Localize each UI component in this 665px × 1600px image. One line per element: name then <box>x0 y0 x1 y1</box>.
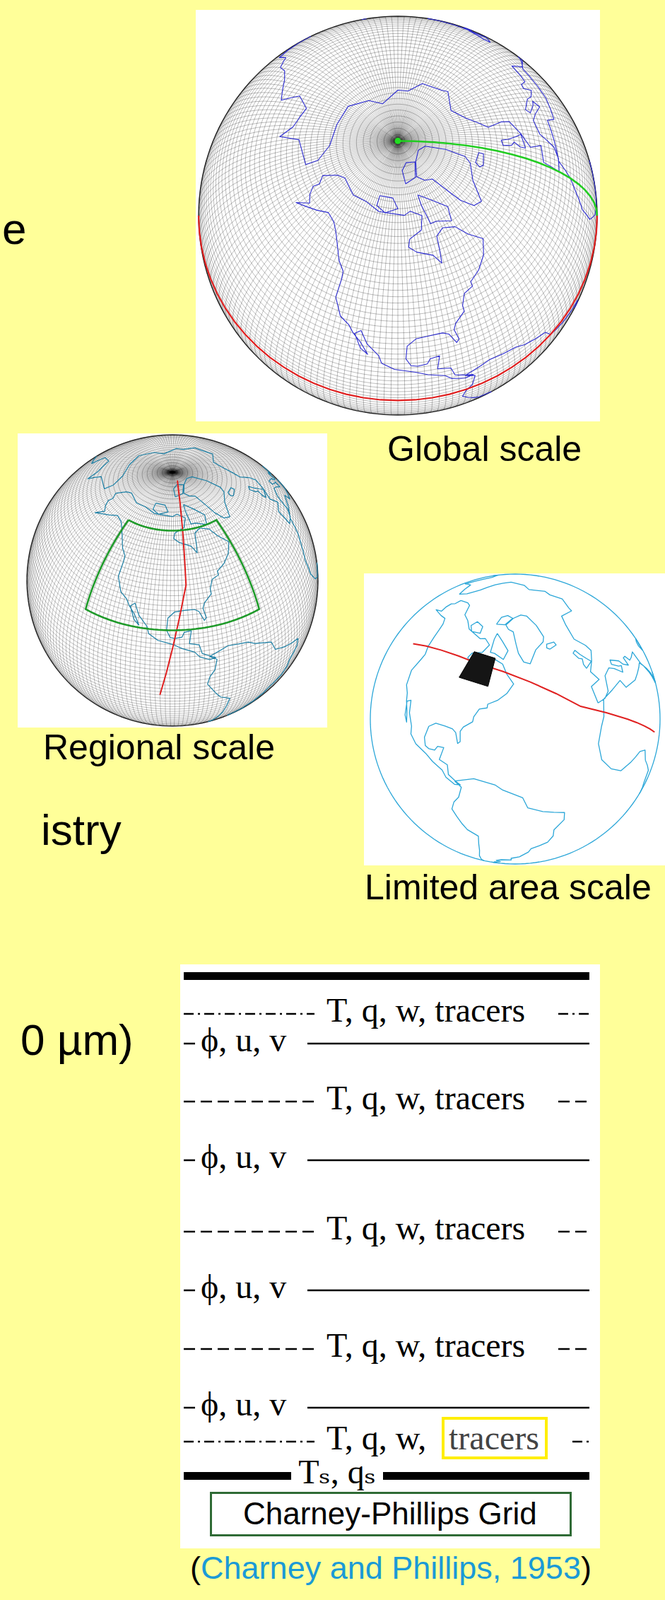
scale-caption: Global scale <box>387 428 582 470</box>
solid-level <box>183 1158 196 1162</box>
box-text: tracers <box>448 1420 541 1455</box>
thermo-level-label: T, q, w, tracers <box>326 1080 526 1115</box>
model-grid-mesh <box>198 16 598 415</box>
scale-caption: Regional scale <box>43 727 275 769</box>
image-ground <box>363 573 665 865</box>
pole-dot <box>395 137 402 145</box>
solid-level <box>307 1042 590 1045</box>
dash-dot-level <box>572 1440 590 1443</box>
grid-panel <box>180 963 600 1548</box>
image-ground <box>195 9 600 422</box>
dashed-level <box>183 1100 315 1103</box>
box-text: Charney-Phillips Grid <box>243 1495 539 1532</box>
solid-level <box>307 1289 590 1292</box>
thermo-level-label: T, q, w, tracers <box>326 1210 526 1245</box>
coastline <box>87 447 318 721</box>
grid-levels <box>183 971 590 1480</box>
momentum-level-label: ϕ, u, v <box>200 1269 287 1304</box>
rotated-pole-line <box>159 480 186 695</box>
citation: (Charney and Phillips, 1953) <box>190 1549 592 1586</box>
momentum-level-label: ϕ, u, v <box>200 1022 287 1057</box>
thermo-level-label: T, q, w, <box>326 1420 427 1455</box>
cut-off-text: 0 µm) <box>20 1014 134 1065</box>
meridian-line <box>397 140 598 216</box>
global-globe <box>198 16 598 415</box>
cut-off-text: e <box>2 203 27 254</box>
rotated-pole-line <box>413 643 656 733</box>
dash-dot-level <box>558 1012 590 1015</box>
limited-area-globe <box>370 573 661 864</box>
coastline <box>279 18 597 398</box>
globe-outline <box>26 434 319 726</box>
dashed-level <box>558 1347 590 1350</box>
model-top-line <box>183 971 590 980</box>
model-grid-mesh <box>26 434 319 726</box>
title-box: Charney-Phillips Grid <box>209 1491 572 1536</box>
dashed-level <box>558 1100 590 1103</box>
globe-outline <box>370 573 661 864</box>
scale-caption: Limited area scale <box>364 867 652 909</box>
regional-domain <box>85 519 260 630</box>
highlight-box: tracers <box>441 1416 548 1459</box>
dashed-level <box>558 1230 590 1233</box>
citation-link: Charney and Phillips, 1953 <box>200 1549 581 1586</box>
thermo-level-label: T, q, w, tracers <box>326 992 526 1027</box>
dashed-level <box>183 1347 315 1350</box>
momentum-level-label: ϕ, u, v <box>200 1139 287 1174</box>
solid-level <box>307 1158 590 1162</box>
coastline <box>404 575 656 863</box>
equator-line <box>198 215 598 400</box>
image-ground <box>17 433 328 728</box>
limited-area-domain <box>459 651 496 687</box>
globe-outline <box>198 16 598 415</box>
surface-level-label: Tₛ, qₛ <box>298 1454 376 1489</box>
thermo-level-label: T, q, w, tracers <box>326 1327 526 1362</box>
citation-bracket: ( <box>190 1549 201 1586</box>
regional-globe <box>26 434 319 726</box>
solid-level <box>307 1406 590 1409</box>
surface-line <box>183 1471 292 1480</box>
citation-bracket: ) <box>580 1549 592 1586</box>
solid-level <box>183 1042 196 1045</box>
solid-level <box>183 1289 196 1292</box>
surface-line <box>383 1471 590 1480</box>
momentum-level-label: ϕ, u, v <box>200 1386 287 1421</box>
dashed-level <box>183 1230 315 1233</box>
dash-dot-level <box>183 1012 315 1015</box>
dash-dot-level <box>183 1440 315 1443</box>
cut-off-text: istry <box>40 804 122 855</box>
solid-level <box>183 1406 196 1409</box>
